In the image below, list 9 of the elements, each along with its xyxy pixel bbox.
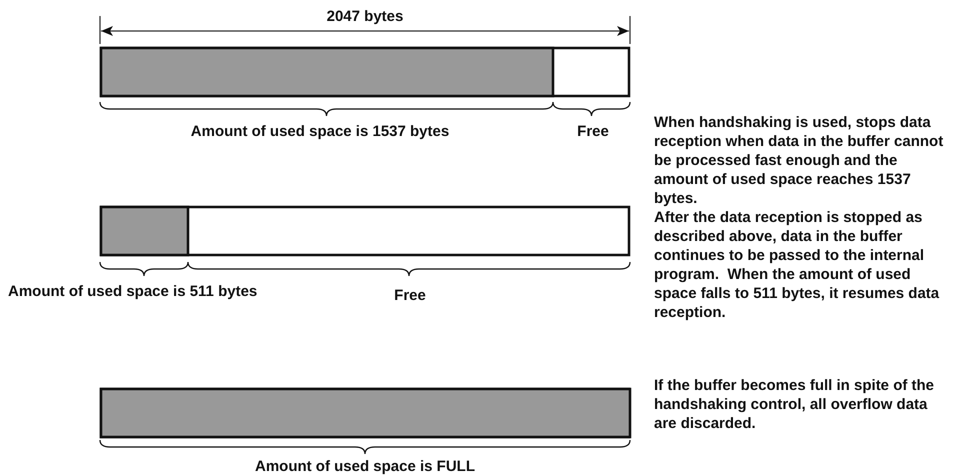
segment-label: Amount of used space is 511 bytes [8, 282, 258, 301]
segment-label: Free [393, 286, 427, 305]
segment-label: Free [576, 122, 610, 141]
note-text: When handshaking is used, stops data reception when data in the buffer cannot be processed fast enough and the amount of used space reaches 1537 bytes. [654, 113, 944, 208]
segment-label: Amount of used space is 1537 bytes [190, 122, 450, 141]
note-text: After the data reception is stopped as described above, data in the buffer continues to be passed to the internal program. When the amount of used space falls to 511 bytes, it resumes data reception. [654, 208, 940, 322]
dimension-label: 2047 bytes [326, 7, 404, 26]
note-text: If the buffer becomes full in spite of the handshaking control, all overflow data are discarded. [654, 376, 936, 433]
segment-label: Amount of used space is FULL [254, 457, 476, 476]
